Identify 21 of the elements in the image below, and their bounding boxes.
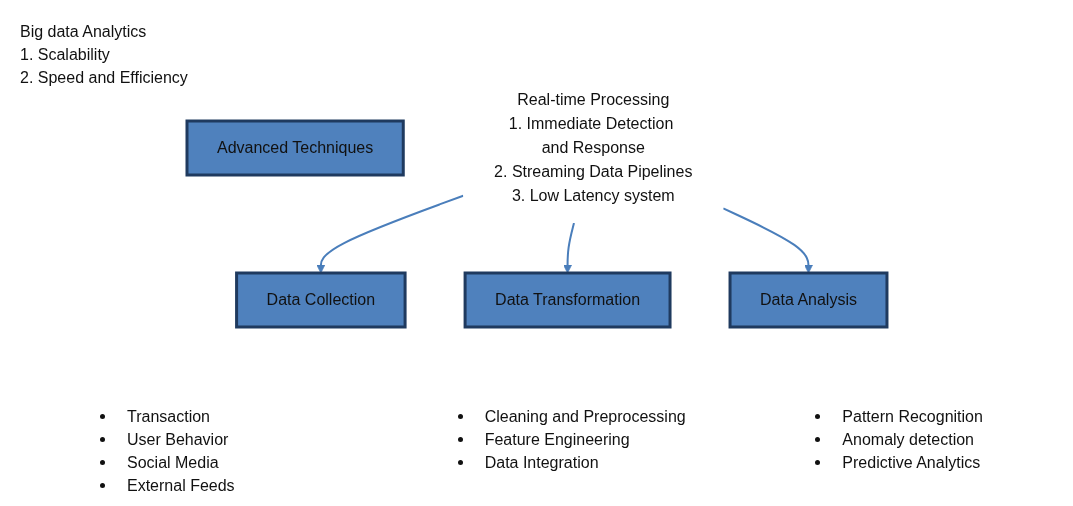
arrow — [562, 222, 575, 274]
bullet-item: User Behavior — [127, 430, 229, 450]
bullet-item: Social Media — [127, 453, 219, 473]
bullet-item: Predictive Analytics — [842, 453, 981, 473]
note-text: Big data Analytics — [20, 22, 148, 42]
node-box: Data Analysis — [728, 271, 888, 329]
node-box: Data Transformation — [463, 271, 672, 329]
bullet-item: External Feeds — [127, 476, 235, 496]
node-box: Advanced Techniques — [185, 119, 405, 177]
bullet-item: Cleaning and Preprocessing — [484, 407, 686, 427]
note-text: 1. Scalability — [20, 45, 111, 65]
arrow — [315, 194, 464, 274]
bullet-item: Pattern Recognition — [842, 407, 983, 427]
note-text: 2. Speed and Efficiency — [20, 68, 188, 88]
bullet-item: Transaction — [127, 407, 210, 427]
node-box: Data Collection — [234, 271, 407, 329]
arrow — [721, 207, 813, 274]
bullet-item: Feature Engineering — [484, 430, 630, 450]
bullet-item: Data Integration — [484, 453, 599, 473]
bullet-item: Anomaly detection — [842, 430, 974, 450]
node-text: Real-time Processing 1. Immediate Detection and Response 2. Streaming Data Pipelines 3. Low Latency system — [493, 91, 692, 204]
